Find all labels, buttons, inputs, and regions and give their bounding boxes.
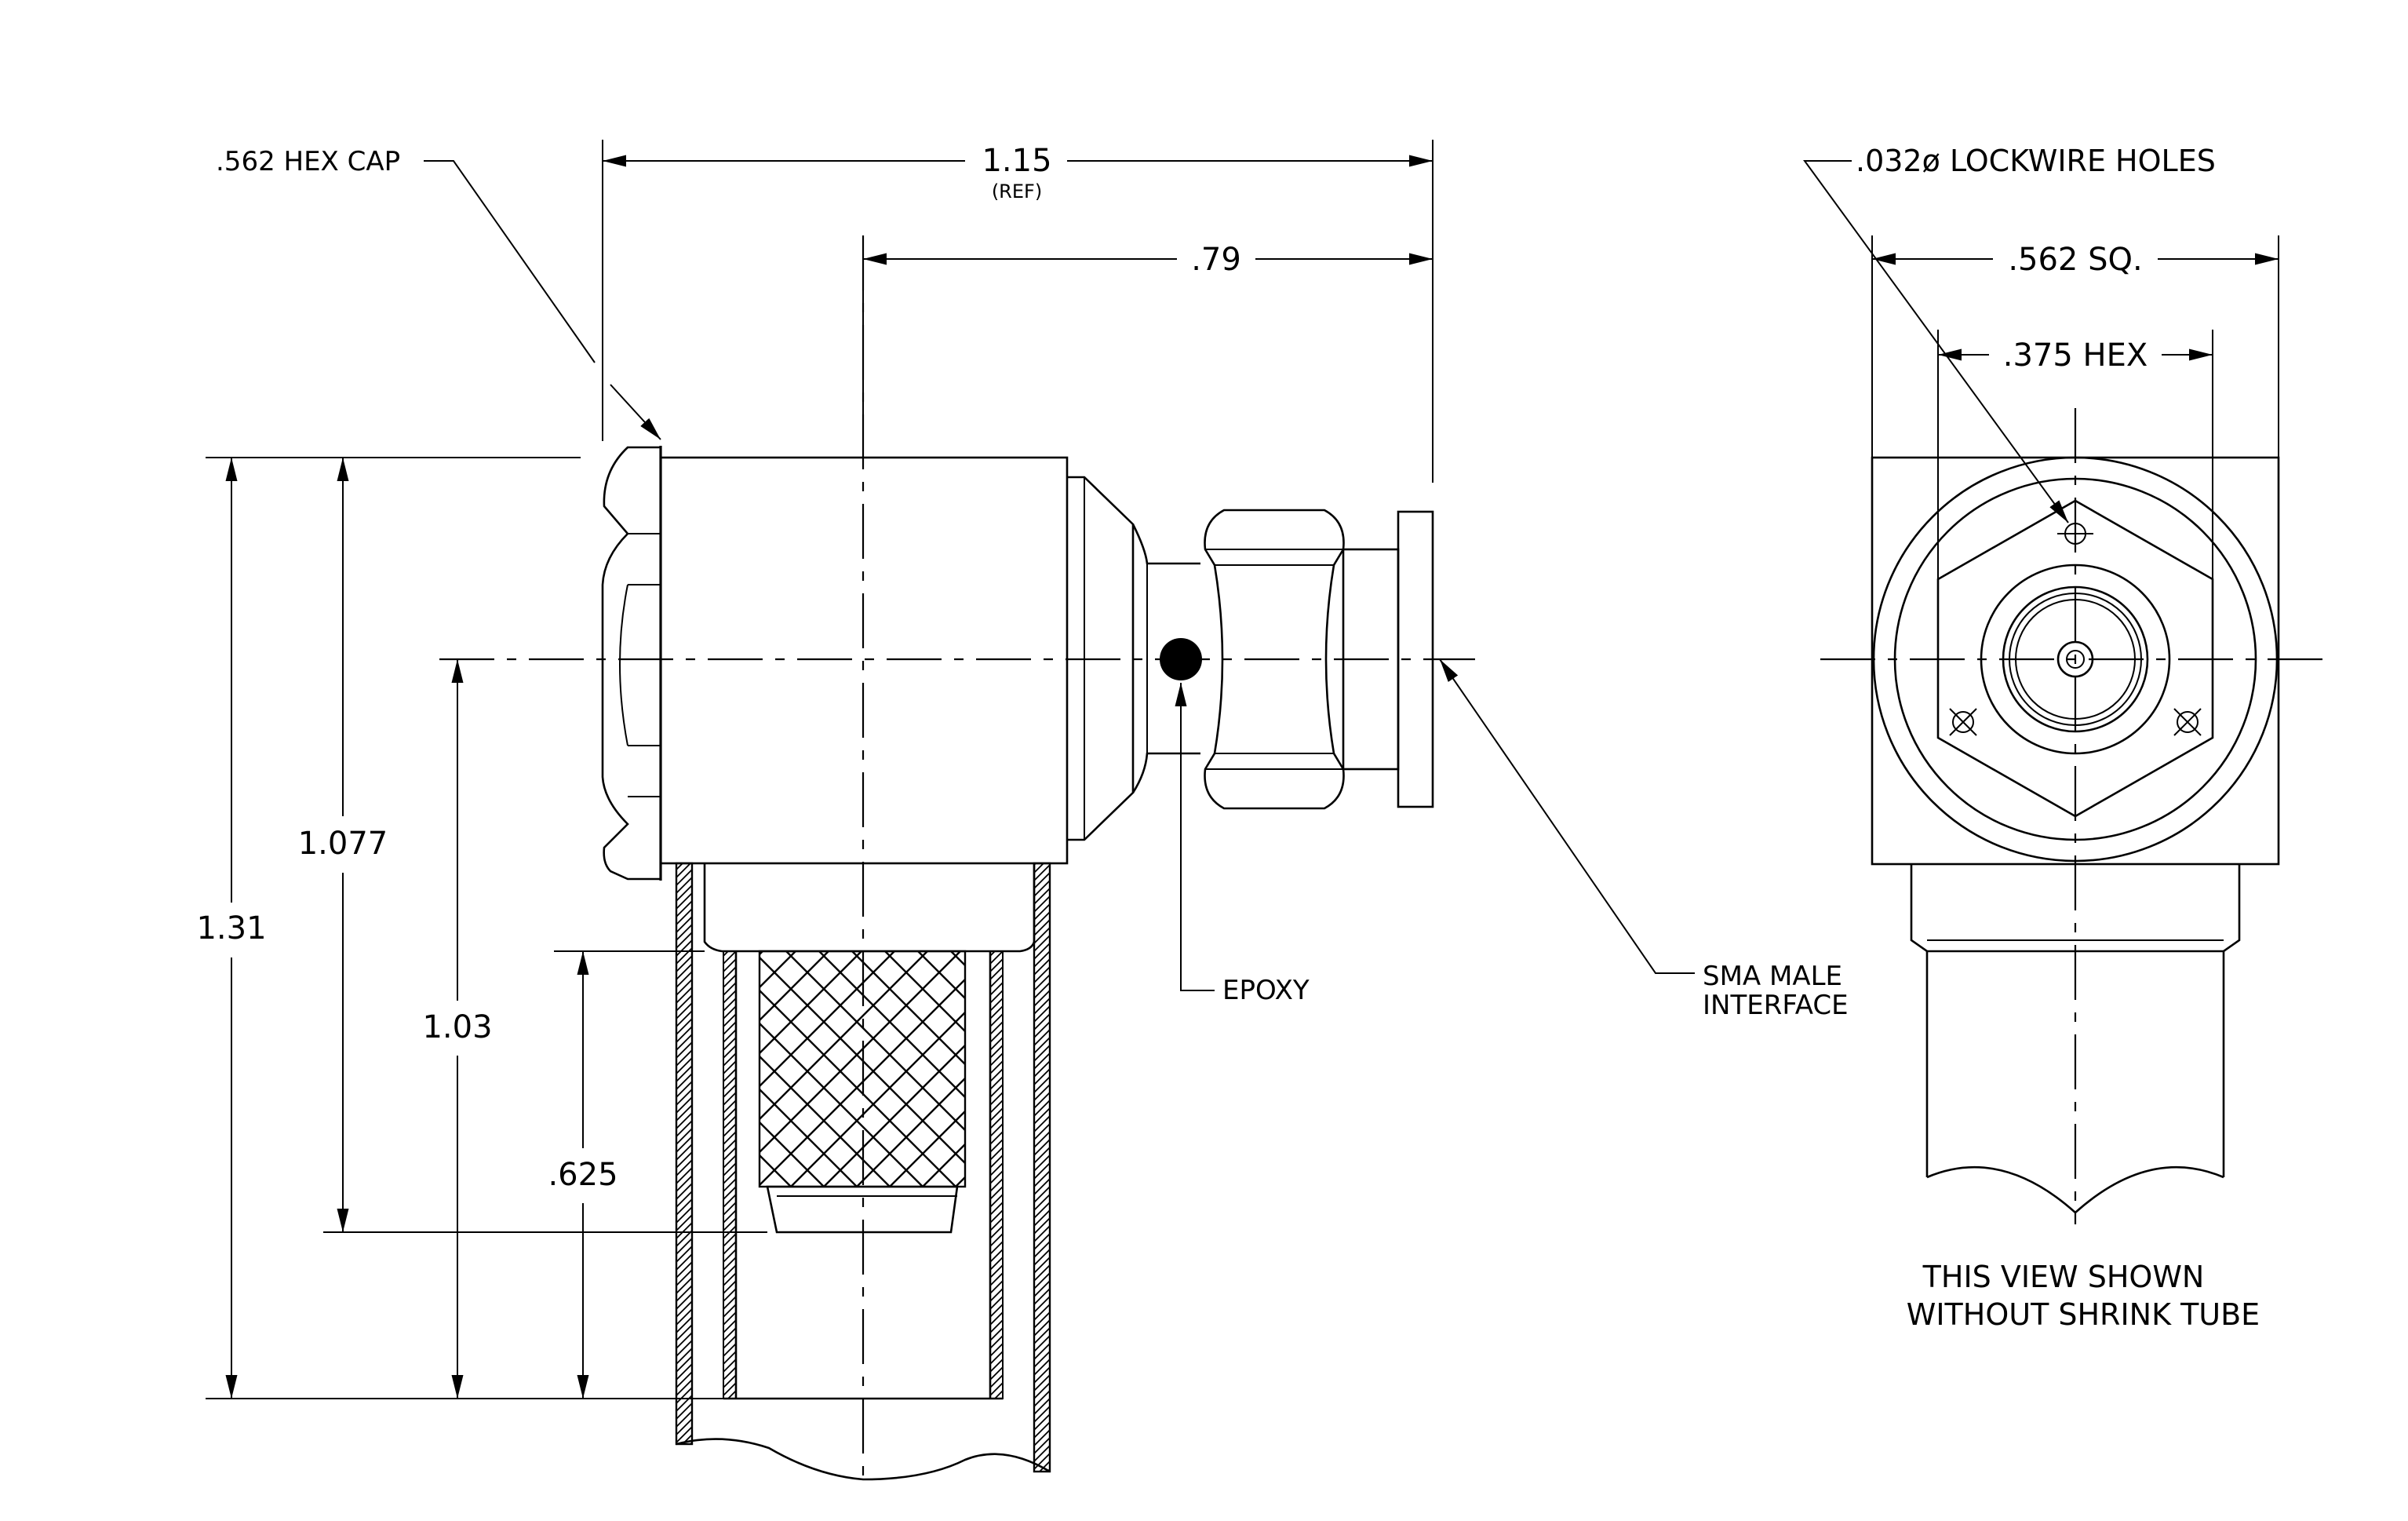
lockwire-hole-left <box>1949 708 1977 736</box>
dim-interface-length: .79 <box>1191 242 1241 278</box>
cable-braid <box>758 950 967 1188</box>
lockwire-hole-top <box>2057 516 2093 551</box>
shrink-tube-left-wall <box>675 862 694 1446</box>
epoxy-bead <box>1160 638 1202 680</box>
callout-hex-cap: .562 HEX CAP <box>216 146 400 177</box>
callout-lockwire: .032ø LOCKWIRE HOLES <box>1856 144 2216 178</box>
note-line2: WITHOUT SHRINK TUBE <box>1907 1297 2260 1332</box>
dim-103: 1.03 <box>422 1009 492 1045</box>
cable-collar <box>703 863 1036 953</box>
callout-sma-line1: SMA MALE <box>1703 961 1842 992</box>
dim-overall-length: 1.15 <box>982 143 1051 179</box>
side-view: 1.15 (REF) .79 1.31 1.077 1.03 .625 .562… <box>196 140 1849 1481</box>
connector-neck <box>1131 523 1200 793</box>
callout-sma-line2: INTERFACE <box>1703 990 1849 1021</box>
center-pin <box>2056 640 2094 678</box>
dim-hex: .375 HEX <box>2003 337 2148 374</box>
connector-body <box>659 456 1069 865</box>
dim-0625: .625 <box>548 1157 617 1193</box>
shrink-tube-right-wall <box>1033 862 1051 1473</box>
interface-face <box>1397 510 1434 808</box>
hex-cap <box>601 446 662 881</box>
end-cable-break <box>1926 1165 2224 1214</box>
cable-break-line <box>676 1438 1051 1481</box>
dim-overall-height: 1.31 <box>196 910 266 947</box>
callout-epoxy: EPOXY <box>1222 975 1310 1006</box>
body-flange <box>1067 476 1135 841</box>
braid-ferrule <box>766 1185 959 1234</box>
end-body-lower <box>1910 864 2241 953</box>
coupling-nut <box>1204 509 1345 810</box>
end-view: .562 SQ. .375 HEX .032ø LOCKWIRE HOLES T… <box>1803 144 2330 1332</box>
dim-square: .562 SQ. <box>2008 242 2142 278</box>
lockwire-hole-right <box>2173 708 2202 736</box>
dim-1077: 1.077 <box>298 826 388 862</box>
note-line1: THIS VIEW SHOWN <box>1922 1260 2205 1294</box>
dim-ref-note: (REF) <box>992 181 1042 202</box>
